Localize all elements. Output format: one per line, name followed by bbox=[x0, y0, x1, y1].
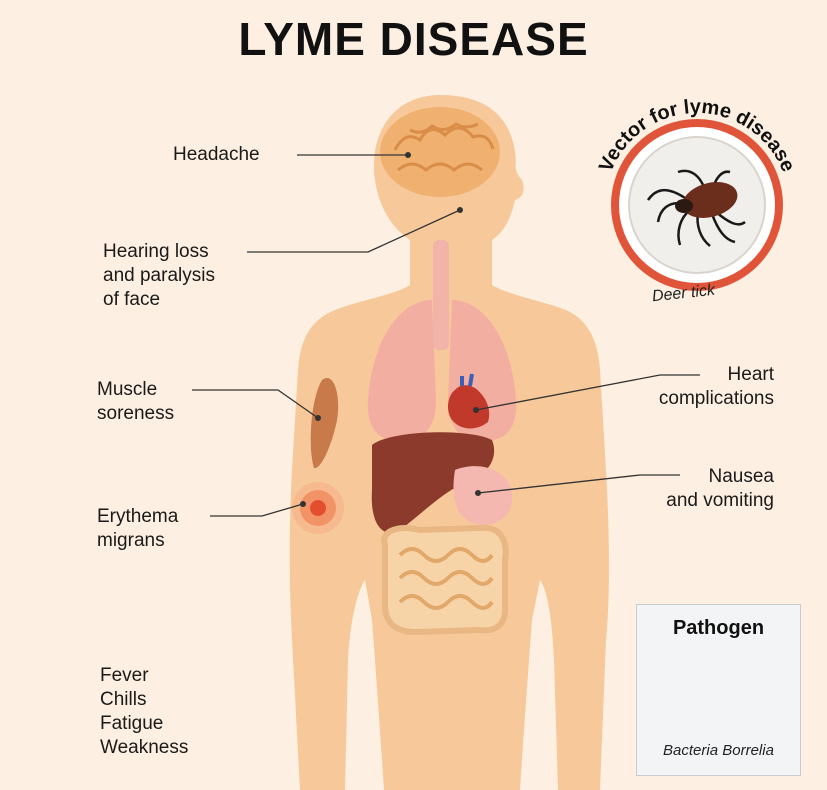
label-heart-line-2: complications bbox=[604, 387, 774, 411]
label-heart-line-1: Heart bbox=[604, 363, 774, 387]
label-chills: Chills bbox=[100, 688, 188, 712]
dot-erythema bbox=[300, 501, 306, 507]
brain bbox=[380, 107, 500, 197]
label-erythema-line-1: Erythema bbox=[97, 505, 178, 529]
trachea bbox=[433, 240, 449, 350]
dot-muscle bbox=[315, 415, 321, 421]
dot-heart bbox=[473, 407, 479, 413]
label-general-symptoms: Fever Chills Fatigue Weakness bbox=[100, 664, 188, 760]
intestines bbox=[384, 528, 505, 632]
label-erythema: Erythema migrans bbox=[97, 505, 178, 553]
label-weakness: Weakness bbox=[100, 736, 188, 760]
tick-badge: Vector for lyme disease bbox=[595, 96, 799, 287]
label-hearing-line-1: Hearing loss bbox=[103, 240, 215, 264]
label-hearing: Hearing loss and paralysis of face bbox=[103, 240, 215, 312]
label-nausea-line-2: and vomiting bbox=[604, 489, 774, 513]
pathogen-box: Pathogen Bacteria Borrelia bbox=[636, 604, 801, 776]
label-erythema-line-2: migrans bbox=[97, 529, 178, 553]
label-headache: Headache bbox=[173, 143, 260, 167]
page-title: LYME DISEASE bbox=[0, 12, 827, 66]
pathogen-title: Pathogen bbox=[637, 617, 800, 640]
label-heart: Heart complications bbox=[604, 363, 774, 411]
label-muscle-line-2: soreness bbox=[97, 402, 174, 426]
line-erythema bbox=[210, 504, 303, 516]
dot-hearing bbox=[457, 207, 463, 213]
label-nausea-line-1: Nausea bbox=[604, 465, 774, 489]
label-nausea: Nausea and vomiting bbox=[604, 465, 774, 513]
label-hearing-line-2: and paralysis bbox=[103, 264, 215, 288]
label-fatigue: Fatigue bbox=[100, 712, 188, 736]
label-muscle-line-1: Muscle bbox=[97, 378, 174, 402]
dot-headache bbox=[405, 152, 411, 158]
label-muscle: Muscle soreness bbox=[97, 378, 174, 426]
dot-nausea bbox=[475, 490, 481, 496]
label-hearing-line-3: of face bbox=[103, 288, 215, 312]
label-fever: Fever bbox=[100, 664, 188, 688]
rash bbox=[292, 482, 344, 534]
pathogen-caption: Bacteria Borrelia bbox=[637, 742, 800, 759]
